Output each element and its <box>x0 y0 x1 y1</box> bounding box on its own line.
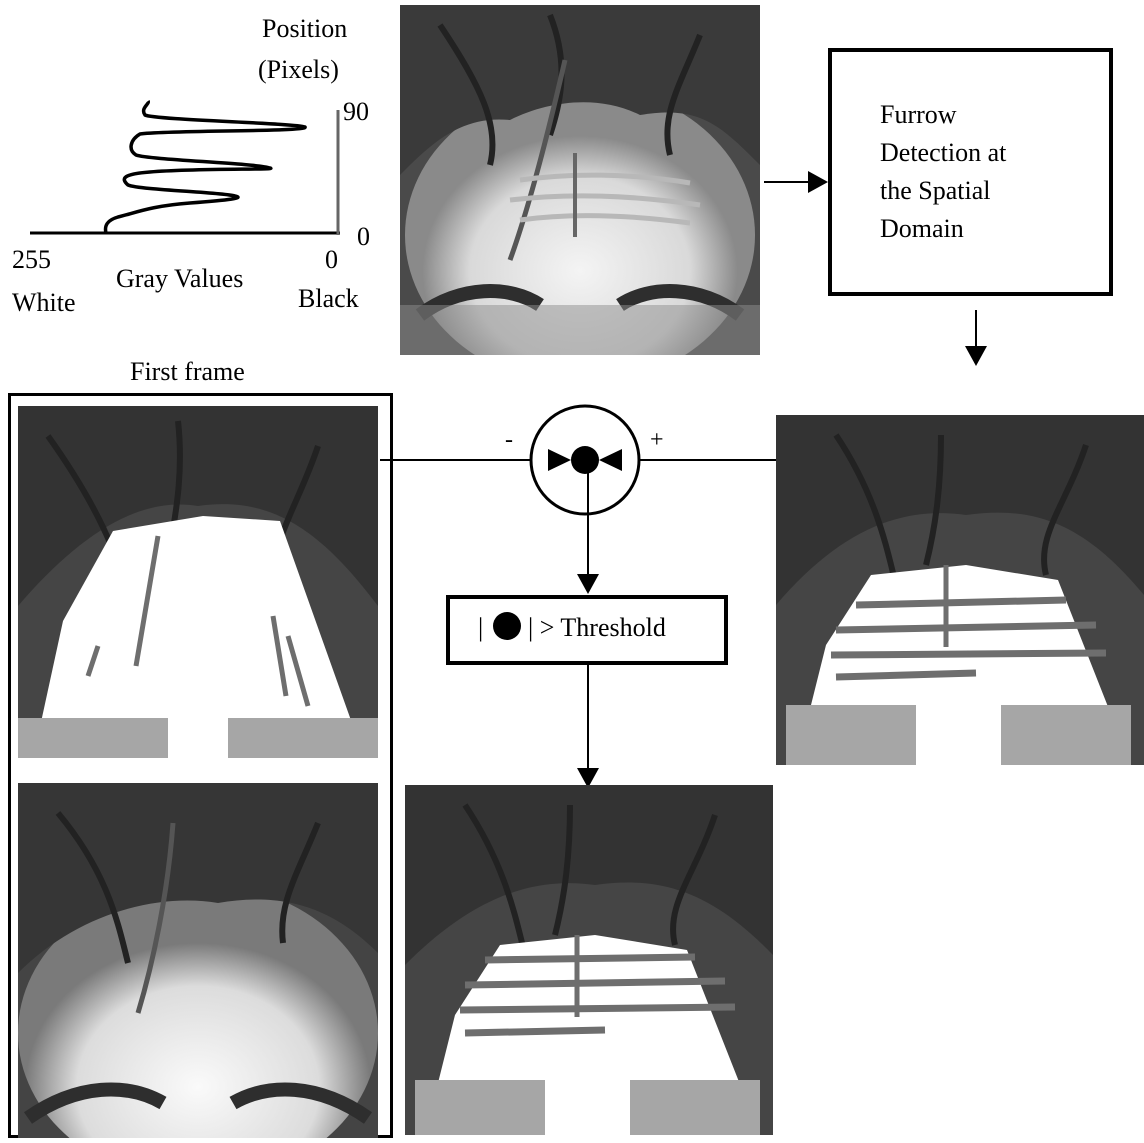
arrow-to-threshold <box>587 473 589 578</box>
first-frame-label: First frame <box>130 357 245 387</box>
x-axis-title: Gray Values <box>116 264 243 294</box>
process-box-line4: Domain <box>880 214 964 244</box>
arrowhead-right-icon <box>808 171 828 193</box>
x-right-name: Black <box>298 284 359 314</box>
arrowhead-down-icon <box>965 346 987 366</box>
arrow-to-result <box>587 665 589 773</box>
line-from-detected-frame <box>640 459 778 461</box>
arrowhead-down-icon <box>577 574 599 594</box>
source-forehead-image <box>400 5 760 355</box>
difference-dot-icon <box>492 611 522 641</box>
arrow-down-from-process <box>975 310 977 350</box>
first-frame-processed-image <box>18 406 378 758</box>
process-box-line2: Detection at <box>880 138 1006 168</box>
subtractor-node <box>528 403 644 519</box>
arrow-to-process-box <box>764 181 812 183</box>
process-box-line1: Furrow <box>880 100 957 130</box>
first-frame-raw-image <box>18 783 378 1138</box>
furrow-detection-box <box>828 48 1113 296</box>
plus-sign: + <box>650 425 664 455</box>
threshold-label: | > Threshold <box>528 613 666 643</box>
thresholded-result-image <box>405 785 773 1135</box>
x-left-name: White <box>12 288 76 318</box>
minus-sign: - <box>505 425 513 455</box>
gray-profile-plot <box>0 0 380 250</box>
subtractor-dot-icon <box>571 446 599 474</box>
detected-furrows-image <box>776 415 1144 765</box>
profile-curve <box>106 101 306 233</box>
line-from-first-frame <box>380 459 532 461</box>
threshold-pipe-left: | <box>478 613 483 643</box>
process-box-line3: the Spatial <box>880 176 990 206</box>
